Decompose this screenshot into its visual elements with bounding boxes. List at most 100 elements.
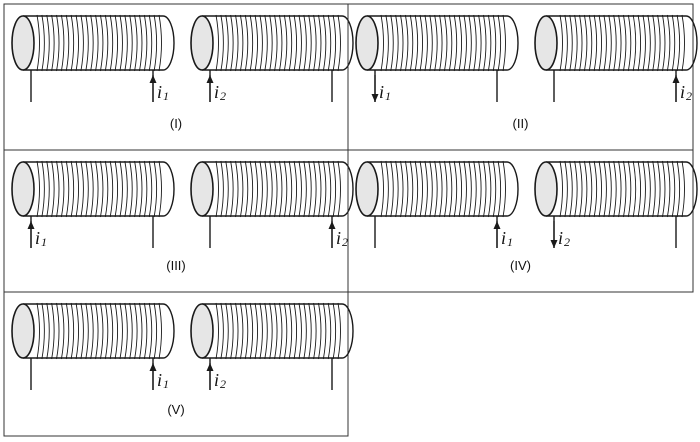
coil-turn	[652, 14, 656, 72]
coil-turn	[85, 302, 89, 360]
coil-turn	[244, 14, 249, 72]
coil-end-cap-right	[162, 303, 175, 359]
coil-end-cap-right	[506, 161, 519, 217]
coil-turn	[249, 160, 254, 218]
coil-turn	[230, 302, 234, 360]
coil-turn	[487, 160, 492, 218]
current-symbol: i	[501, 228, 506, 248]
coil-turn	[124, 302, 128, 360]
coil-turn	[143, 14, 148, 72]
coil-turn	[608, 14, 612, 72]
coil-turn	[41, 14, 45, 72]
coil-turn	[109, 160, 114, 218]
current-arrowhead	[328, 221, 336, 229]
coil-turn	[239, 302, 244, 360]
coil-turn	[158, 14, 162, 72]
coil-turn	[439, 160, 443, 218]
current-arrowhead	[206, 363, 214, 371]
coil-turn	[41, 302, 45, 360]
current-arrowhead	[149, 75, 157, 83]
coil-end-cap-right	[685, 161, 698, 217]
coil-turn	[608, 160, 612, 218]
current-arrow	[27, 221, 35, 248]
coil-turn	[303, 160, 307, 218]
coil-turn	[90, 160, 94, 218]
coil-turn	[274, 160, 278, 218]
coil-turn	[308, 302, 312, 360]
coil-turn	[56, 14, 60, 72]
coil-turn	[569, 160, 573, 218]
coil-turn	[598, 14, 602, 72]
coil-turn	[492, 14, 497, 72]
coil-turn	[627, 160, 632, 218]
panel-label: (IV)	[510, 258, 531, 273]
coil-turn	[583, 14, 588, 72]
coil-turn	[235, 160, 239, 218]
coil-turn	[492, 160, 497, 218]
panel-label: (III)	[166, 258, 186, 273]
coil-turn	[230, 160, 234, 218]
coil-turn	[618, 160, 622, 218]
coil-turn	[622, 160, 627, 218]
coil-turn	[75, 302, 79, 360]
coil-turn	[390, 160, 394, 218]
coil-turn	[327, 160, 332, 218]
coil-turn	[419, 160, 423, 218]
coil-turn	[313, 14, 317, 72]
current-symbol: i	[35, 228, 40, 248]
coil-turn	[468, 14, 472, 72]
coil-turn	[322, 14, 327, 72]
coil-turn	[264, 14, 268, 72]
coil-turn	[308, 160, 312, 218]
coil-turn	[313, 302, 317, 360]
coil-turn	[264, 302, 268, 360]
coil-turn	[104, 14, 109, 72]
current-symbol: i	[680, 82, 685, 102]
coil-turn	[215, 302, 219, 360]
current-index: 2	[564, 235, 570, 249]
coil-turn	[332, 160, 337, 218]
coil-turn	[129, 160, 133, 218]
coil-turn	[114, 302, 119, 360]
coil-turn	[322, 160, 327, 218]
coil-windings	[36, 160, 162, 218]
coil-turn	[75, 14, 79, 72]
coil-end-cap-right	[162, 15, 175, 71]
coil-turn	[676, 14, 681, 72]
coil-turn	[36, 302, 40, 360]
coil-turn	[70, 160, 75, 218]
coil-windings	[559, 14, 685, 72]
coil-turn	[51, 302, 55, 360]
coil-turn	[332, 302, 337, 360]
coil-turn	[80, 14, 84, 72]
coil-turn	[36, 14, 40, 72]
coil-turn	[497, 160, 502, 218]
coil-end-cap-left	[190, 15, 214, 71]
current-symbol: i	[379, 82, 384, 102]
coil-turn	[239, 14, 244, 72]
coil-end-cap-left	[190, 161, 214, 217]
coil-turn	[269, 14, 273, 72]
coil-turn	[473, 160, 477, 218]
coil-turn	[134, 302, 138, 360]
coil-turn	[80, 302, 84, 360]
coil-turn	[80, 160, 84, 218]
coil-turn	[99, 160, 104, 218]
coil-turn	[148, 14, 153, 72]
coil-turn	[380, 14, 384, 72]
coil-turn	[90, 302, 94, 360]
coil-turn	[298, 14, 302, 72]
coil-turn	[70, 302, 75, 360]
coil-turn	[283, 14, 288, 72]
coil-turn	[274, 302, 278, 360]
coil-turn	[158, 302, 162, 360]
coil-turn	[318, 302, 322, 360]
coil-turn	[322, 302, 327, 360]
coil-turn	[274, 14, 278, 72]
coil-turn	[60, 14, 65, 72]
coil-turn	[622, 14, 627, 72]
coil-turn	[579, 14, 583, 72]
